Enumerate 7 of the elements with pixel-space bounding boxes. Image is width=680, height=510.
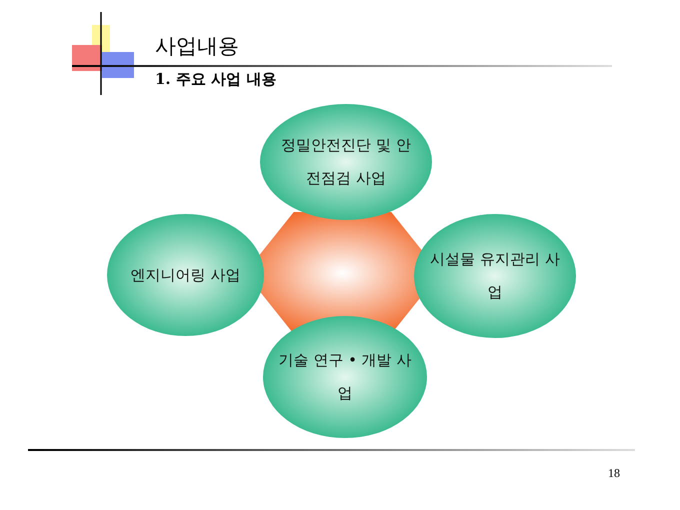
ellipse-label: 시설물 유지관리 사업 <box>429 249 561 303</box>
ellipse-label: 기술 연구 • 개발 사업 <box>278 350 412 404</box>
ellipse-label: 정밀안전진단 및 안전점검 사업 <box>280 135 412 189</box>
ellipse-label: 엔지니어링 사업 <box>130 264 242 286</box>
page-title: 사업내용 <box>155 33 239 60</box>
section-heading: 1. 주요 사업 내용 <box>155 70 276 89</box>
page-number: 18 <box>608 466 620 481</box>
